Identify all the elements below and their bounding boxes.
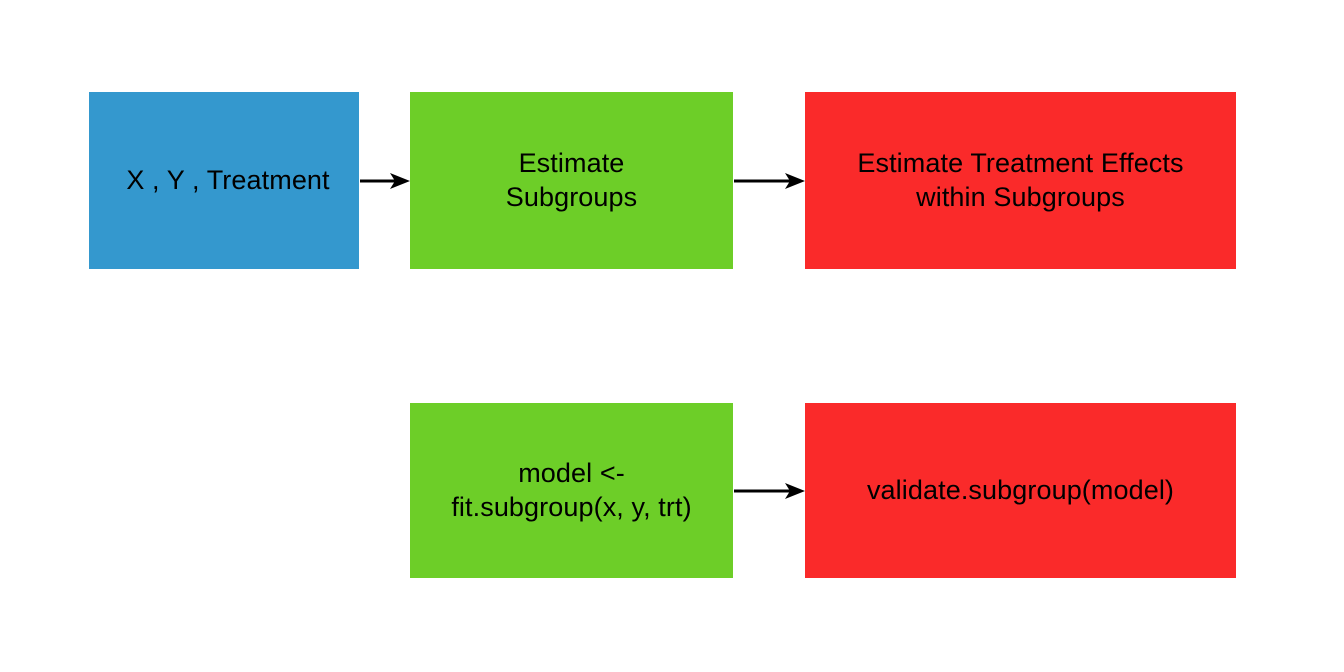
arrow-input-to-estimate-subgroups	[360, 173, 410, 189]
node-input-data-label: X , Y , Treatment	[126, 164, 330, 195]
node-validate-subgroup-code-label: validate.subgroup(model)	[866, 474, 1175, 505]
node-estimate-subgroups-label: Estimate Subgroups	[505, 148, 638, 212]
node-estimate-subgroups[interactable]: Estimate Subgroups	[410, 92, 733, 269]
arrow-fit-subgroup-to-validate-subgroup	[734, 483, 805, 499]
node-fit-subgroup-code[interactable]: model <- fit.subgroup(x, y, trt)	[410, 403, 733, 578]
arrow-estimate-subgroups-to-treatment-effects	[734, 173, 805, 189]
node-fit-subgroup-code-label: model <- fit.subgroup(x, y, trt)	[451, 458, 692, 522]
node-input-data[interactable]: X , Y , Treatment	[89, 92, 359, 269]
node-validate-subgroup-code[interactable]: validate.subgroup(model)	[805, 403, 1236, 578]
node-estimate-treatment-effects[interactable]: Estimate Treatment Effects within Subgro…	[805, 92, 1236, 269]
node-estimate-treatment-effects-label: Estimate Treatment Effects within Subgro…	[857, 148, 1184, 212]
